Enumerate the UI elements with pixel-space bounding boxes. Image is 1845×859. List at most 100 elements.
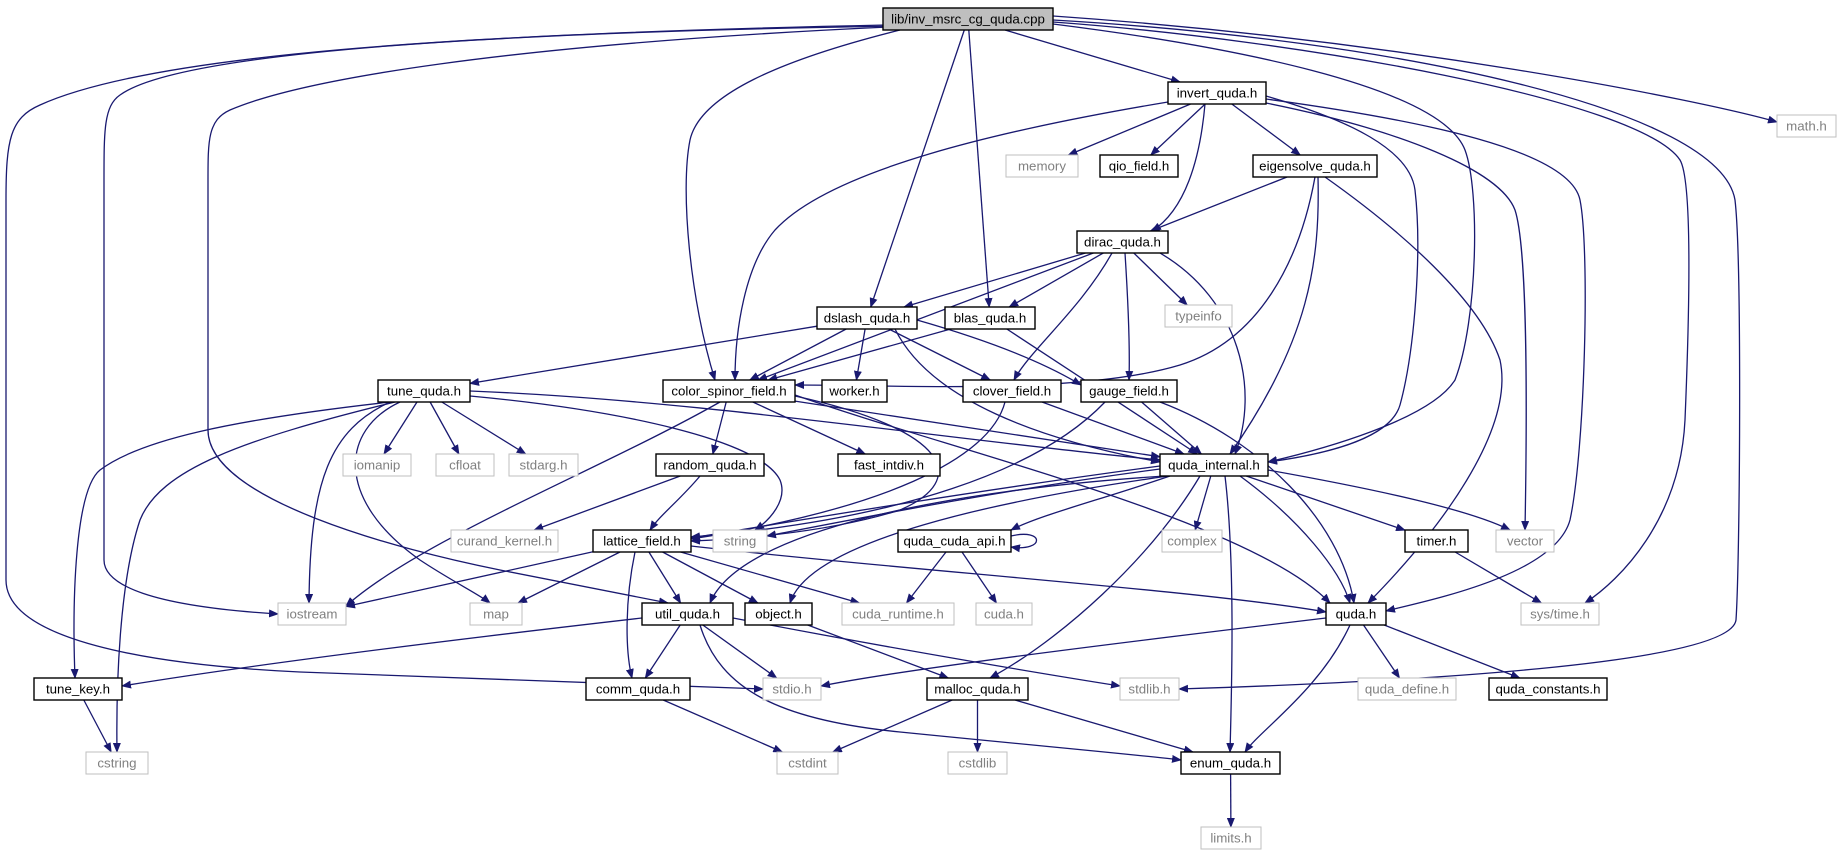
edge-inv_msrc-to-stdlib	[1052, 19, 1741, 693]
node-label: stdio.h	[772, 682, 811, 697]
node-enum-quda[interactable]: enum_quda.h	[1180, 751, 1281, 775]
node-box	[1080, 379, 1178, 403]
node-label: cstring	[97, 756, 136, 771]
edge-random_quda-to-curand_kernel	[533, 475, 681, 531]
node-dirac-quda[interactable]: dirac_quda.h	[1076, 230, 1169, 254]
edge-dslash_quda-to-tune_quda	[469, 325, 818, 386]
edge-eigensolve_quda-to-dirac_quda	[1149, 176, 1288, 232]
node-quda-cuda-api[interactable]: quda_cuda_api.h	[897, 529, 1012, 553]
edge-comm_quda-to-cstdint	[662, 699, 784, 753]
edge-quda_h-to-enum_quda	[1244, 624, 1351, 753]
edge-quda_internal-to-vector	[1267, 469, 1511, 531]
node-tune-quda[interactable]: tune_quda.h	[377, 379, 471, 403]
node-quda-constants[interactable]: quda_constants.h	[1488, 677, 1608, 701]
node-dslash-quda[interactable]: dslash_quda.h	[816, 306, 918, 330]
node-cuda-runtime: cuda_runtime.h	[841, 602, 955, 626]
node-complex: complex	[1161, 529, 1223, 553]
edge-tune_quda-to-cstring	[112, 401, 396, 753]
node-label: cstdint	[788, 756, 827, 771]
node-fast-intdiv[interactable]: fast_intdiv.h	[837, 453, 941, 477]
node-typeinfo: typeinfo	[1164, 304, 1233, 328]
node-label: fast_intdiv.h	[854, 458, 924, 473]
node-tune-key[interactable]: tune_key.h	[33, 677, 123, 701]
node-label: lib/inv_msrc_cg_quda.cpp	[891, 12, 1045, 27]
edge-quda_internal-to-quda_h	[1239, 475, 1352, 604]
node-inv-msrc[interactable]: lib/inv_msrc_cg_quda.cpp	[882, 7, 1054, 31]
node-label: map	[483, 607, 509, 622]
node-eigensolve-quda[interactable]: eigensolve_quda.h	[1252, 154, 1378, 178]
node-object[interactable]: object.h	[744, 602, 813, 626]
node-box	[962, 379, 1062, 403]
edge-util_quda-to-stdio	[702, 624, 778, 679]
edge-invert_quda-to-memory	[1067, 103, 1191, 156]
edge-random_quda-to-lattice_field	[649, 475, 701, 531]
node-box	[1005, 154, 1079, 178]
node-quda-h[interactable]: quda.h	[1325, 602, 1387, 626]
node-qio-field[interactable]: qio_field.h	[1099, 154, 1179, 178]
node-comm-quda[interactable]: comm_quda.h	[585, 677, 691, 701]
node-math-h: math.h	[1776, 114, 1837, 138]
node-label: dirac_quda.h	[1084, 235, 1161, 250]
node-cstdlib: cstdlib	[947, 751, 1008, 775]
edge-dirac_quda-to-clover_field	[1013, 252, 1113, 381]
edge-blas_quda-to-color_spinor_field	[767, 328, 951, 382]
edge-color_spinor_field-to-quda_internal	[794, 400, 1161, 460]
node-color-spinor-field[interactable]: color_spinor_field.h	[662, 379, 796, 403]
node-box	[277, 602, 347, 626]
node-limits: limits.h	[1200, 826, 1262, 850]
node-label: math.h	[1786, 119, 1827, 134]
edge-inv_msrc-to-stdio	[5, 24, 887, 693]
node-label: quda_cuda_api.h	[903, 534, 1005, 549]
node-gauge-field[interactable]: gauge_field.h	[1080, 379, 1178, 403]
node-label: color_spinor_field.h	[671, 384, 786, 399]
node-box	[342, 453, 412, 477]
edge-invert_quda-to-quda_h	[1265, 98, 1586, 613]
node-label: string	[724, 534, 757, 549]
node-label: quda_constants.h	[1496, 682, 1601, 697]
edge-quda_internal-to-util_quda	[709, 475, 1166, 604]
node-box	[585, 677, 691, 701]
edge-tune_key-to-cstring	[83, 699, 112, 753]
node-box	[1119, 677, 1180, 701]
node-malloc-quda[interactable]: malloc_quda.h	[926, 677, 1029, 701]
node-box	[897, 529, 1012, 553]
edge-inv_msrc-to-invert_quda	[1004, 29, 1181, 84]
node-box	[837, 453, 941, 477]
node-lattice-field[interactable]: lattice_field.h	[592, 529, 692, 553]
node-quda-internal[interactable]: quda_internal.h	[1159, 453, 1269, 477]
edge-util_quda-to-tune_key	[121, 617, 643, 689]
node-box	[1488, 677, 1608, 701]
edge-gauge_field-to-quda_h	[1159, 401, 1357, 604]
node-invert-quda[interactable]: invert_quda.h	[1167, 81, 1267, 105]
edge-eigensolve_quda-to-quda_internal	[1229, 176, 1319, 455]
node-label: quda_define.h	[1365, 682, 1449, 697]
edge-quda_internal-to-complex	[1193, 475, 1212, 531]
node-box	[1180, 751, 1281, 775]
edge-clover_field-to-quda_internal	[1041, 401, 1185, 455]
edge-inv_msrc-to-util_quda	[207, 26, 889, 606]
node-worker[interactable]: worker.h	[821, 379, 888, 403]
node-label: comm_quda.h	[596, 682, 680, 697]
node-timer[interactable]: timer.h	[1404, 529, 1469, 553]
node-label: iomanip	[354, 458, 401, 473]
node-box	[655, 453, 765, 477]
edge-dslash_quda-to-quda_internal	[894, 328, 1161, 465]
node-box	[1404, 529, 1469, 553]
edge-dirac_quda-to-dslash_quda	[903, 252, 1086, 309]
node-clover-field[interactable]: clover_field.h	[962, 379, 1062, 403]
node-random-quda[interactable]: random_quda.h	[655, 453, 765, 477]
edge-gauge_field-to-quda_internal	[1141, 401, 1203, 455]
node-box	[816, 306, 918, 330]
edge-malloc_quda-to-enum_quda	[1014, 699, 1194, 754]
node-box	[377, 379, 471, 403]
node-label: qio_field.h	[1109, 159, 1170, 174]
node-box	[841, 602, 955, 626]
edge-invert_quda-to-qio_field	[1150, 103, 1206, 156]
node-box	[944, 306, 1036, 330]
edge-tune_quda-to-map	[354, 401, 491, 604]
node-label: blas_quda.h	[954, 311, 1026, 326]
node-blas-quda[interactable]: blas_quda.h	[944, 306, 1036, 330]
edge-tune_quda-to-iomanip	[383, 401, 418, 455]
edge-inv_msrc-to-math_h	[1052, 15, 1778, 124]
node-util-quda[interactable]: util_quda.h	[641, 602, 734, 626]
